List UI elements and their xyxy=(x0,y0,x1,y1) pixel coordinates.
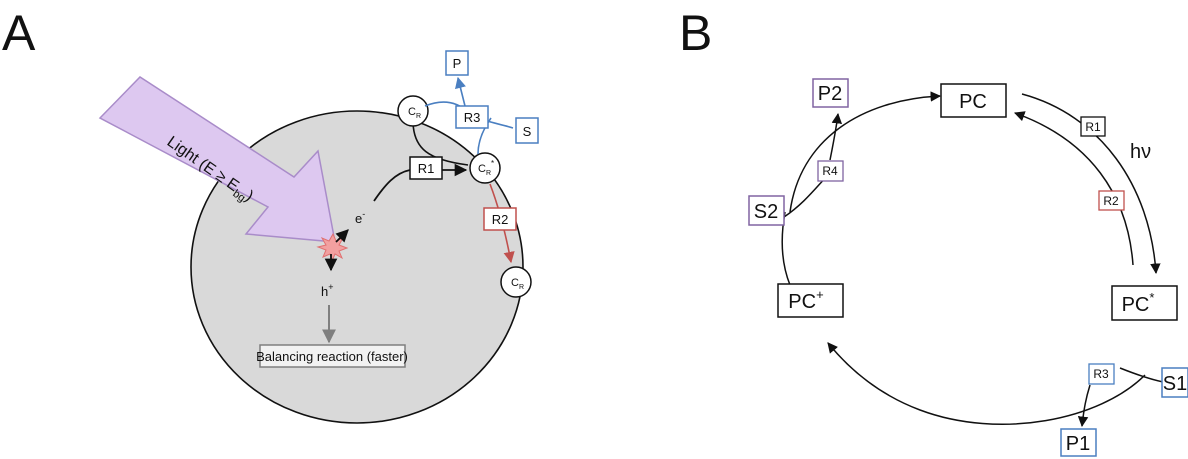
arc-pcplus-to-pc xyxy=(789,91,942,213)
light-arrow xyxy=(98,76,336,243)
panel-a-p-label: P xyxy=(453,56,462,71)
panel-a-s-box xyxy=(515,117,539,144)
pc-plus-label: PC+ xyxy=(788,287,823,313)
hole-label: h+ xyxy=(321,282,334,299)
panel-b-r4-box xyxy=(817,160,844,182)
p1-box xyxy=(1060,428,1097,457)
panel-b-label: B xyxy=(679,5,712,61)
r4-to-p2 xyxy=(829,112,843,161)
panel-a-label: A xyxy=(2,5,36,61)
r3-from-s1 xyxy=(1119,367,1164,383)
panel-a-r1-label: R1 xyxy=(418,161,435,176)
s2-box xyxy=(748,195,785,226)
cr-top-label: CR xyxy=(408,106,421,120)
electron-label: e- xyxy=(355,209,365,226)
panel-b-r1-box xyxy=(1080,116,1106,137)
panel-a-s-label: S xyxy=(523,124,532,139)
arc-pcstar-to-pc xyxy=(1014,111,1134,266)
pc-label: PC xyxy=(959,91,987,113)
p2-box xyxy=(812,78,849,108)
r3-to-p1 xyxy=(1077,384,1091,428)
balancing-label: Balancing reaction (faster) xyxy=(256,349,408,364)
cr-star-label: CR* xyxy=(478,159,494,177)
pc-star-label: PC* xyxy=(1122,290,1155,316)
s1-label: S1 xyxy=(1163,373,1187,395)
cr-circle-top xyxy=(397,95,429,127)
cr-circle-bottom xyxy=(500,266,532,298)
cr-bottom-label: CR xyxy=(511,277,524,291)
panel-a-r3-label: R3 xyxy=(464,110,481,125)
panel-a-r3-box xyxy=(455,105,489,129)
balancing-box xyxy=(259,344,406,368)
cr-star-circle xyxy=(469,152,501,184)
r3-to-p-arrow xyxy=(455,76,466,107)
pc-star-box xyxy=(1111,285,1178,321)
panel-b-r2-box xyxy=(1098,190,1125,211)
panel-b-r4-label: R4 xyxy=(822,164,838,178)
panel-a-p-box xyxy=(445,50,469,76)
electron-arrow xyxy=(335,229,349,243)
panel-b-r1-label: R1 xyxy=(1085,120,1101,134)
cr-to-crstar-path xyxy=(412,117,469,166)
panel-a-r2-label: R2 xyxy=(492,212,509,227)
pc-plus-box xyxy=(777,283,844,318)
r3-path-crstar xyxy=(477,117,492,155)
pc-box xyxy=(940,83,1007,118)
panel-b-r3-box xyxy=(1088,363,1115,385)
arc-pcstar-to-pcplus xyxy=(827,342,1146,425)
panel-a-r2-box xyxy=(483,207,517,231)
p1-label: P1 xyxy=(1066,433,1090,455)
panel-b-r3-label: R3 xyxy=(1093,367,1109,381)
s1-box xyxy=(1161,367,1188,398)
hv-label: hν xyxy=(1130,141,1151,163)
s2-label: S2 xyxy=(754,201,778,223)
panel-a-r1-box xyxy=(409,156,443,180)
panel-b-r2-label: R2 xyxy=(1103,194,1119,208)
arc-pc-to-pcstar xyxy=(1021,93,1161,275)
p2-label: P2 xyxy=(818,83,842,105)
